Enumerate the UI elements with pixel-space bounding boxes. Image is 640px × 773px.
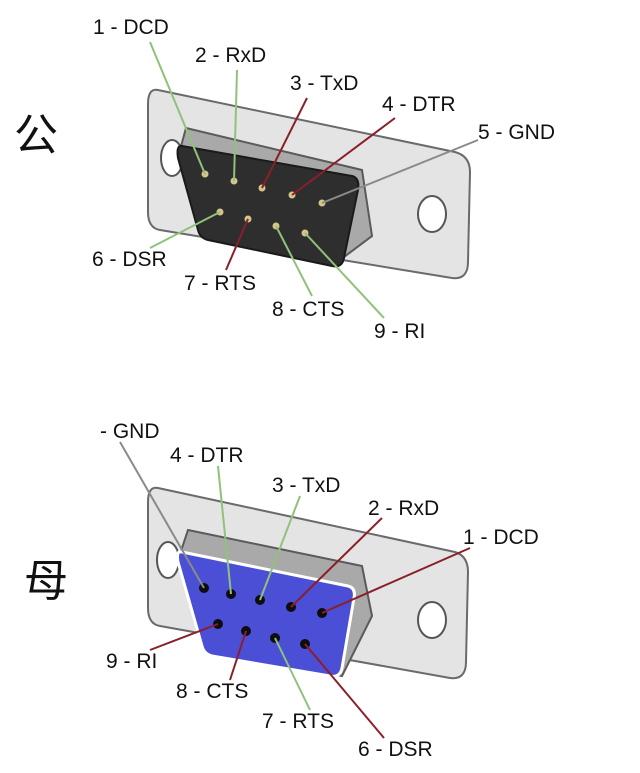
female-leader-3 — [259, 495, 301, 601]
female-label-pin-7: 7 - RTS — [262, 710, 334, 733]
male-leader-6 — [149, 211, 221, 249]
male-label-pin-5: 5 - GND — [478, 121, 555, 144]
female-label-pin-4: 4 - DTR — [170, 444, 244, 467]
female-leader-5 — [119, 441, 205, 589]
female-leader-1 — [321, 547, 471, 614]
male-face — [176, 144, 360, 268]
male-leader-4 — [291, 117, 396, 196]
male-label-pin-9: 9 - RI — [374, 320, 425, 343]
male-label-pin-7: 7 - RTS — [184, 272, 256, 295]
male-label-pin-3: 3 - TxD — [290, 72, 358, 95]
female-label-pin-8: 8 - CTS — [176, 680, 248, 703]
female-right-screw-hole — [417, 601, 447, 639]
female-label-pin-6: 6 - DSR — [358, 738, 433, 761]
female-leader-7 — [274, 637, 311, 711]
female-leader-8 — [229, 630, 247, 681]
male-leader-lines — [149, 41, 479, 319]
female-label-pin-5: - GND — [100, 420, 160, 443]
male-leader-2 — [233, 69, 238, 182]
male-label-pin-8: 8 - CTS — [272, 298, 344, 321]
male-label-pin-4: 4 - DTR — [382, 93, 456, 116]
female-label-pin-9: 9 - RI — [106, 650, 157, 673]
female-face — [176, 550, 356, 678]
female-leader-6 — [304, 643, 385, 739]
male-title: 公 — [14, 110, 58, 161]
female-label-pin-2: 2 - RxD — [368, 497, 439, 520]
male-connector: 公 — [14, 16, 555, 343]
female-leader-9 — [149, 623, 219, 651]
female-label-pin-3: 3 - TxD — [272, 474, 340, 497]
male-leader-7 — [225, 218, 249, 271]
male-label-pin-6: 6 - DSR — [92, 248, 167, 271]
male-label-pin-1: 1 - DCD — [93, 16, 169, 39]
female-leader-4 — [217, 465, 232, 595]
female-left-screw-hole — [156, 541, 180, 579]
male-label-pin-2: 2 - RxD — [195, 44, 266, 67]
male-right-screw-hole — [417, 195, 447, 233]
female-leader-lines — [119, 441, 471, 739]
male-leader-5 — [321, 139, 479, 204]
male-leader-3 — [261, 97, 308, 189]
male-leader-1 — [149, 41, 206, 175]
female-connector: 母 — [24, 420, 539, 761]
female-leader-2 — [290, 517, 383, 608]
male-leader-8 — [275, 225, 313, 297]
female-label-pin-1: 1 - DCD — [463, 526, 539, 549]
male-leader-9 — [304, 232, 385, 319]
female-title: 母 — [24, 556, 68, 607]
